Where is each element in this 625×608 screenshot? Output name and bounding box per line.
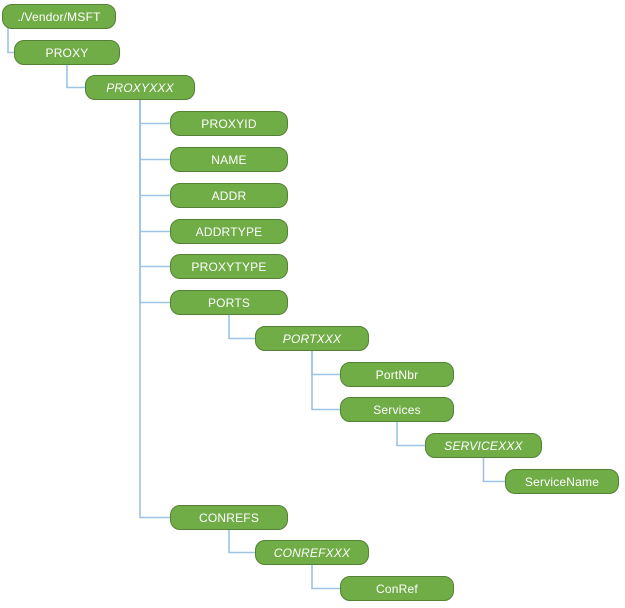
tree-node-proxyid: PROXYID <box>170 111 288 136</box>
connector-servicexxx-to-servicename <box>482 457 505 483</box>
tree-node-addr: ADDR <box>170 183 288 208</box>
connector-vendor-msft-to-proxy <box>7 28 14 54</box>
tree-node-proxytype: PROXYTYPE <box>170 254 288 279</box>
connector-conrefxxx-to-conref <box>311 564 340 590</box>
connector-proxy-to-proxyxxx <box>66 64 85 89</box>
tree-node-portnbr: PortNbr <box>340 362 454 387</box>
tree-node-servicename: ServiceName <box>505 469 619 494</box>
connector-services-to-servicexxx <box>396 421 425 447</box>
connector-proxyxxx-to-proxyid <box>139 99 170 125</box>
tree-node-services: Services <box>340 397 454 422</box>
tree-node-ports: PORTS <box>170 290 288 315</box>
connector-proxyxxx-to-name <box>139 99 170 161</box>
connector-portxxx-to-portnbr <box>311 350 340 376</box>
connector-ports-to-portxxx <box>228 314 255 340</box>
tree-node-portxxx: PORTXXX <box>255 326 369 351</box>
connector-conrefs-to-conrefxxx <box>228 529 255 554</box>
connector-proxyxxx-to-addr <box>139 99 170 197</box>
tree-node-vendor-msft: ./Vendor/MSFT <box>2 4 116 29</box>
tree-node-conrefs: CONREFS <box>170 505 288 530</box>
tree-node-conrefxxx: CONREFXXX <box>255 540 369 565</box>
tree-node-addrtype: ADDRTYPE <box>170 219 288 244</box>
tree-node-servicexxx: SERVICEXXX <box>425 433 542 458</box>
tree-node-name: NAME <box>170 147 288 172</box>
connector-proxyxxx-to-addrtype <box>139 99 170 233</box>
tree-node-conref: ConRef <box>340 576 454 601</box>
tree-node-proxy: PROXY <box>14 40 120 65</box>
connector-portxxx-to-services <box>311 350 340 411</box>
connector-proxyxxx-to-conrefs <box>139 99 170 519</box>
tree-node-proxyxxx: PROXYXXX <box>85 75 195 100</box>
connector-proxyxxx-to-ports <box>139 99 170 304</box>
